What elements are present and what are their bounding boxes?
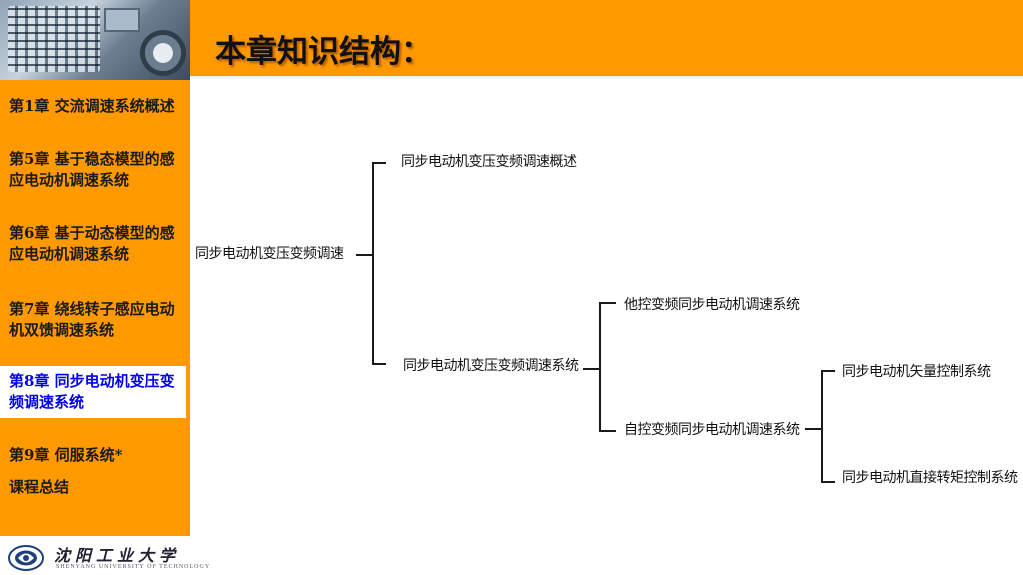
connector-level3-b — [821, 481, 835, 483]
header-machine-photo — [0, 0, 190, 80]
node-vvvf-system: 同步电动机变压变频调速系统 — [403, 358, 579, 374]
node-overview: 同步电动机变压变频调速概述 — [401, 154, 577, 170]
connector-level2-b — [599, 430, 616, 432]
connector-self-controlled — [805, 428, 822, 430]
connector-level3-a — [821, 370, 835, 372]
node-separately-controlled: 他控变频同步电动机调速系统 — [624, 297, 800, 313]
motor-graphic — [140, 30, 186, 76]
bracket-level2 — [599, 302, 601, 431]
university-name-logo: 沈阳工业大学 — [54, 546, 181, 565]
sidebar-item-chapter-7[interactable]: 第7章 绕线转子感应电动机双馈调速系统 — [9, 300, 175, 339]
node-self-controlled: 自控变频同步电动机调速系统 — [624, 422, 800, 438]
header-bar — [190, 0, 1023, 78]
control-panel-graphic — [8, 6, 100, 72]
bracket-level3 — [821, 370, 823, 482]
university-emblem-icon — [8, 545, 44, 571]
node-direct-torque-control: 同步电动机直接转矩控制系统 — [842, 470, 1018, 486]
sidebar-item-chapter-5[interactable]: 第5章 基于稳态模型的感应电动机调速系统 — [9, 150, 175, 189]
sidebar-item-chapter-8[interactable]: 第8章 同步电动机变压变频调速系统 — [0, 366, 186, 418]
connector-system — [583, 368, 600, 370]
sidebar-item-chapter-6[interactable]: 第6章 基于动态模型的感应电动机调速系统 — [9, 224, 175, 263]
page-title: 本章知识结构： — [215, 34, 432, 70]
connector-level1-a — [372, 162, 386, 164]
sidebar-item-chapter-1[interactable]: 第1章 交流调速系统概述 — [9, 97, 175, 115]
sidebar: 第1章 交流调速系统概述 第5章 基于稳态模型的感应电动机调速系统 第6章 基于… — [0, 80, 190, 536]
node-root: 同步电动机变压变频调速 — [195, 246, 344, 262]
header-divider — [190, 76, 1023, 80]
connector-level1-b — [372, 363, 386, 365]
sidebar-item-chapter-9[interactable]: 第9章 伺服系统* — [9, 446, 123, 464]
connector-level2-a — [599, 302, 616, 304]
panel-screen-graphic — [104, 8, 140, 32]
bracket-level1 — [372, 162, 374, 364]
knowledge-structure-diagram: 同步电动机变压变频调速 同步电动机变压变频调速概述 同步电动机变压变频调速系统 … — [190, 80, 1023, 575]
sidebar-item-summary[interactable]: 课程总结 — [9, 478, 70, 496]
connector-root — [356, 254, 373, 256]
university-english-name: SHENYANG UNIVERSITY OF TECHNOLOGY — [56, 564, 211, 570]
node-vector-control: 同步电动机矢量控制系统 — [842, 364, 991, 380]
